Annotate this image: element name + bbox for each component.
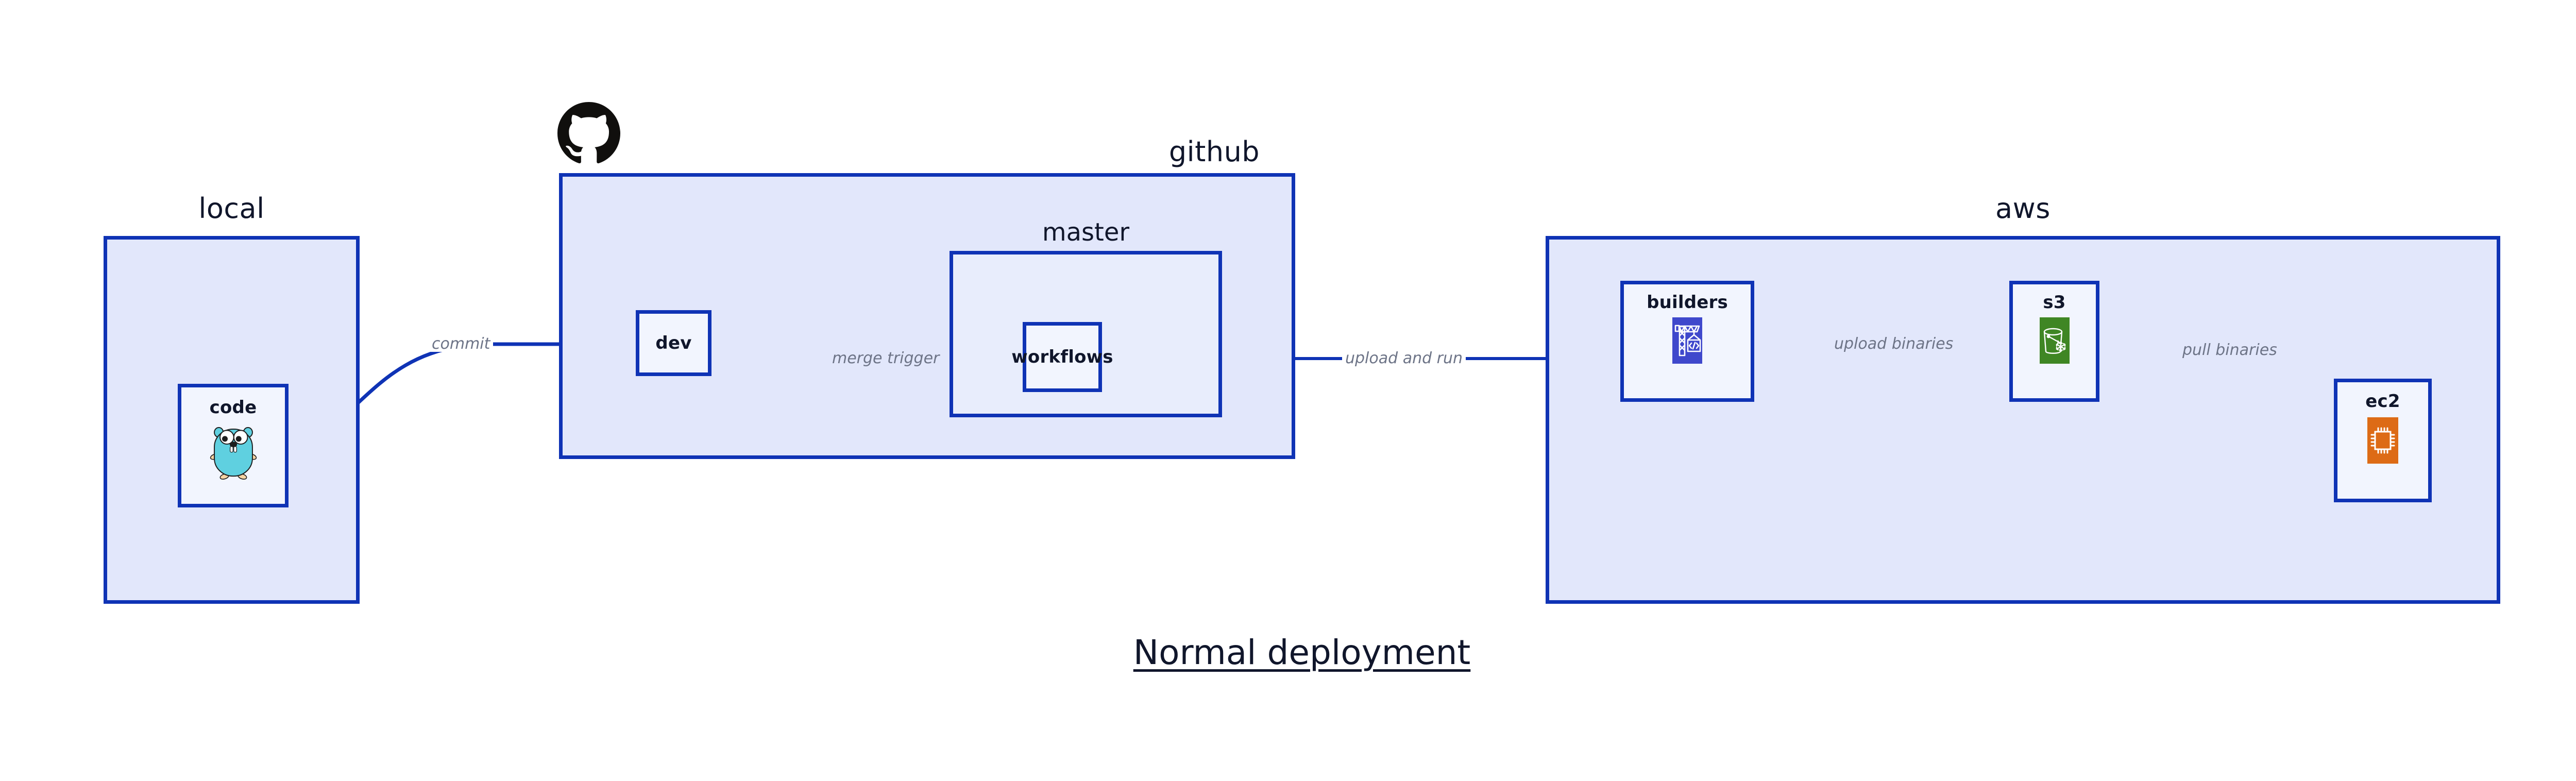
node-ec2[interactable]: ec2 [2334, 379, 2432, 502]
node-code[interactable]: code [178, 384, 289, 507]
edge-label-pull-binaries: pull binaries [2178, 343, 2281, 358]
node-builders-label: builders [1647, 292, 1728, 313]
node-s3-label: s3 [2043, 292, 2066, 313]
edge-label-upload-binaries: upload binaries [1830, 336, 1958, 352]
aws-codebuild-crane-icon [1672, 317, 1702, 366]
subgroup-label-master: master [1042, 218, 1130, 247]
node-builders[interactable]: builders [1620, 281, 1754, 402]
group-label-github: github [1168, 135, 1260, 168]
edge-label-commit: commit [429, 336, 494, 352]
edge-label-upload-and-run: upload and run [1342, 351, 1466, 366]
group-label-local: local [198, 192, 265, 225]
github-octocat-icon [557, 102, 620, 165]
group-label-aws: aws [1995, 192, 2050, 225]
node-workflows[interactable]: workflows [1011, 322, 1113, 392]
diagram-title: Normal deployment [1133, 633, 1471, 672]
go-gopher-icon [209, 423, 258, 482]
edge-label-merge-trigger: merge trigger [828, 351, 944, 366]
node-code-label: code [209, 397, 257, 418]
node-s3[interactable]: s3 [2009, 281, 2099, 402]
node-dev-label: dev [655, 333, 692, 353]
node-dev[interactable]: dev [636, 310, 711, 376]
node-ec2-label: ec2 [2365, 391, 2400, 412]
aws-s3-bucket-icon [2039, 317, 2070, 366]
aws-ec2-chip-icon [2367, 417, 2398, 466]
node-workflows-label: workflows [1011, 347, 1113, 367]
